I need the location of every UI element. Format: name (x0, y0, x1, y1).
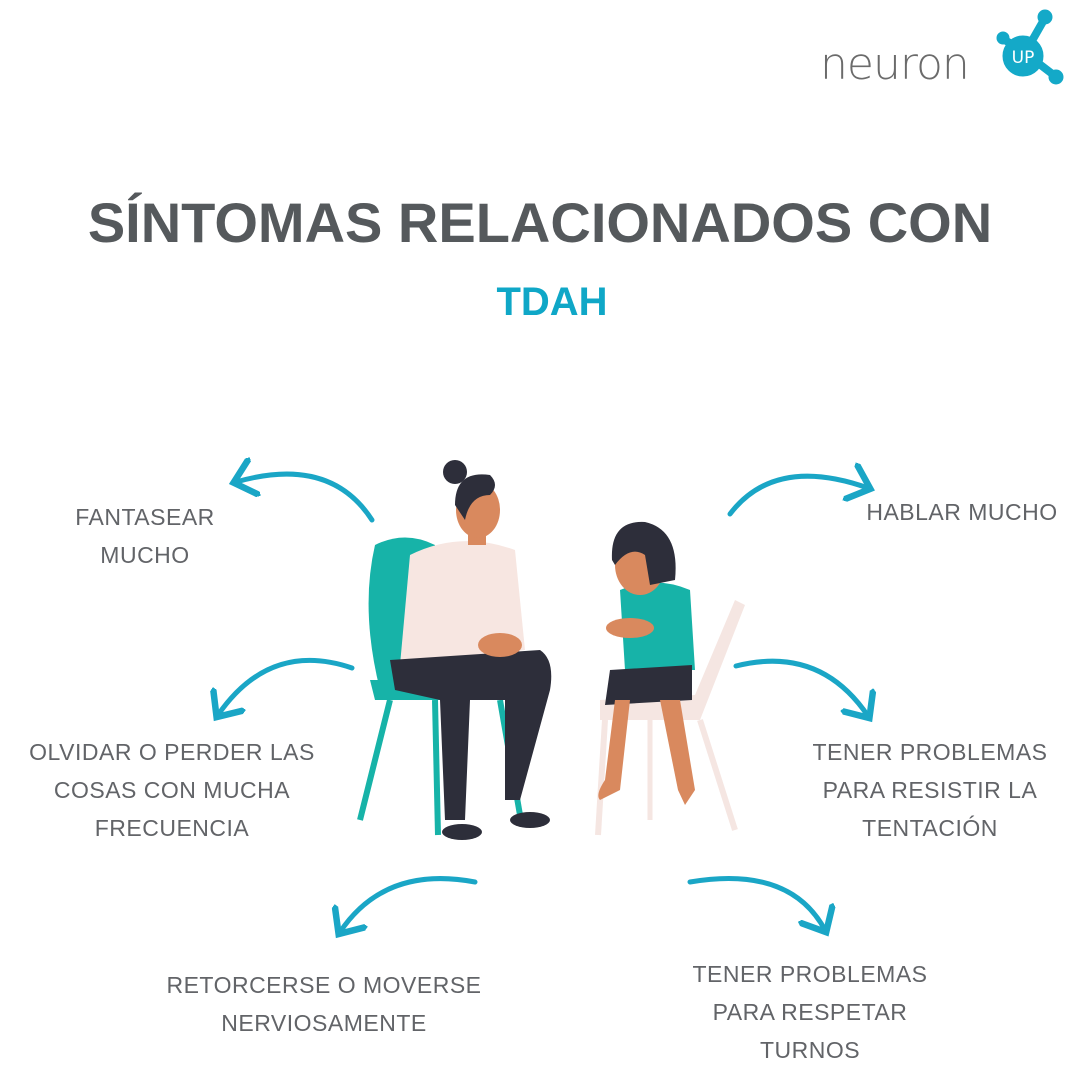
page-subtitle: TDAH (496, 280, 608, 324)
arrow-resistir (733, 658, 868, 716)
logo-badge: UP (1012, 48, 1035, 68)
symptom-line: TURNOS (759, 1037, 861, 1063)
adult-on-chair-illustration (357, 460, 552, 840)
arrow-fantasear (236, 474, 375, 523)
symptom-line: OLVIDAR O PERDER LAS (29, 739, 315, 765)
symptom-line: MUCHO (100, 542, 190, 568)
symptom-olvidar: OLVIDAR O PERDER LAS COSAS CON MUCHA FRE… (12, 733, 332, 847)
symptom-line: HABLAR MUCHO (866, 499, 1058, 525)
symptom-line: PARA RESISTIR LA (822, 777, 1038, 803)
symptom-resistir: TENER PROBLEMAS PARA RESISTIR LA TENTACI… (790, 733, 1070, 847)
symptom-line: PARA RESPETAR (712, 999, 908, 1025)
arrow-retorcerse (340, 876, 478, 932)
logo-wordmark: neuron (820, 39, 970, 90)
symptom-line: COSAS CON MUCHA (53, 777, 291, 803)
neuronup-logo: neuron UP (820, 8, 1070, 93)
symptom-line: TENER PROBLEMAS (692, 961, 928, 987)
symptom-retorcerse: RETORCERSE O MOVERSE NERVIOSAMENTE (154, 966, 494, 1042)
page-title: SÍNTOMAS RELACIONADOS CON (87, 191, 993, 254)
symptom-line: NERVIOSAMENTE (221, 1010, 427, 1036)
symptom-fantasear: FANTASEAR MUCHO (45, 498, 245, 574)
logo-neuron-icon: UP (996, 9, 1064, 85)
symptom-respetar: TENER PROBLEMAS PARA RESPETAR TURNOS (670, 955, 950, 1069)
symptom-line: FRECUENCIA (94, 815, 250, 841)
arrow-olvidar (218, 658, 355, 715)
child-on-chair-illustration (595, 521, 745, 836)
symptom-line: TENER PROBLEMAS (812, 739, 1048, 765)
symptom-line: TENTACIÓN (862, 815, 998, 841)
symptom-line: FANTASEAR (75, 504, 215, 530)
arrow-hablar (727, 476, 868, 517)
symptom-line: RETORCERSE O MOVERSE (166, 972, 482, 998)
arrow-respetar (687, 876, 825, 930)
symptom-hablar: HABLAR MUCHO (842, 493, 1080, 531)
